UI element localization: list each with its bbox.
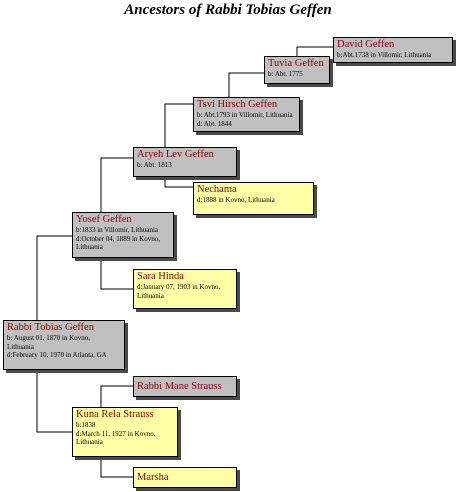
person-rabbi-mane-strauss[interactable]: Rabbi Mane Strauss (133, 376, 237, 397)
connector-tobias-kuna (36, 370, 72, 433)
person-detail: d: Abt. 1844 (197, 119, 232, 128)
connector-tuvia-david (296, 46, 333, 56)
connector-kuna-marsha (100, 457, 133, 478)
person-name: Tuvia Geffen (268, 58, 324, 69)
person-name: Sara Hinda (137, 271, 184, 282)
person-rabbi-tobias-geffen[interactable]: Rabbi Tobias Geffen b: August 01, 1870 i… (3, 320, 125, 370)
person-detail: Lithuania (137, 291, 164, 300)
person-kuna-rela-strauss[interactable]: Kuna Rela Strauss b:1838 d:March 11, 192… (72, 407, 178, 457)
connector-aryeh-tsvi (164, 103, 193, 147)
person-detail: d:March 11, 1927 in Kovno, (76, 429, 156, 438)
person-name: Aryeh Lev Geffen (137, 149, 214, 160)
connector-tsvi-tuvia (228, 72, 264, 97)
person-name: Tsvi Hirsch Geffen (197, 99, 278, 110)
person-detail: b: Abt.1793 in Villomir, Lithuania (197, 111, 293, 119)
person-name: Yosef Geffen (76, 214, 132, 225)
person-tuvia-geffen[interactable]: Tuvia Geffen b: Abt. 1775 (264, 56, 330, 84)
person-detail: d:October 04, 1889 in Kovno, (76, 234, 160, 243)
connector-yosef-aryeh (100, 157, 133, 212)
person-detail: d:1888 in Kovno, Lithuania (197, 196, 275, 204)
chart-title: Ancestors of Rabbi Tobias Geffen (124, 2, 332, 18)
person-detail: b:1833 in Villomir, Lithuania (76, 226, 158, 234)
person-tsvi-hirsch-geffen[interactable]: Tsvi Hirsch Geffen b: Abt.1793 in Villom… (193, 97, 300, 132)
person-detail: b: Abt. 1813 (137, 161, 172, 169)
person-detail: Lithuania (76, 243, 103, 251)
person-detail: b:1838 (76, 421, 96, 429)
person-detail: b: Abt. 1775 (268, 70, 303, 78)
connector-aryeh-nechama (164, 177, 193, 188)
connector-yosef-sara (100, 258, 133, 290)
person-yosef-geffen[interactable]: Yosef Geffen b:1833 in Villomir, Lithuan… (72, 212, 174, 258)
person-name: Nechama (197, 184, 237, 195)
connector-tobias-yosef (36, 235, 72, 320)
person-name: Rabbi Mane Strauss (137, 381, 222, 392)
person-aryeh-lev-geffen[interactable]: Aryeh Lev Geffen b: Abt. 1813 (133, 147, 237, 177)
person-name: Rabbi Tobias Geffen (7, 322, 94, 333)
person-nechama[interactable]: Nechama d:1888 in Kovno, Lithuania (193, 182, 314, 215)
person-name: Marsha (137, 472, 169, 483)
person-david-geffen[interactable]: David Geffen b:Abt.1738 in Villomir, Lit… (333, 37, 453, 63)
person-detail: b:Abt.1738 in Villomir, Lithuania (337, 51, 432, 59)
person-name: Kuna Rela Strauss (76, 409, 154, 420)
person-marsha[interactable]: Marsha (133, 467, 237, 488)
person-detail: d:February 10, 1970 in Atlanta, GA (7, 351, 107, 359)
person-detail: Lithuania (7, 342, 34, 351)
person-name: David Geffen (337, 39, 395, 50)
person-detail: Lithuania (76, 438, 103, 446)
person-detail: d:January 07, 1903 in Kovno, (137, 283, 221, 291)
connector-kuna-mane (100, 385, 133, 407)
person-detail: b: August 01, 1870 in Kovno, (7, 334, 91, 342)
person-sara-hinda[interactable]: Sara Hinda d:January 07, 1903 in Kovno, … (133, 269, 237, 309)
